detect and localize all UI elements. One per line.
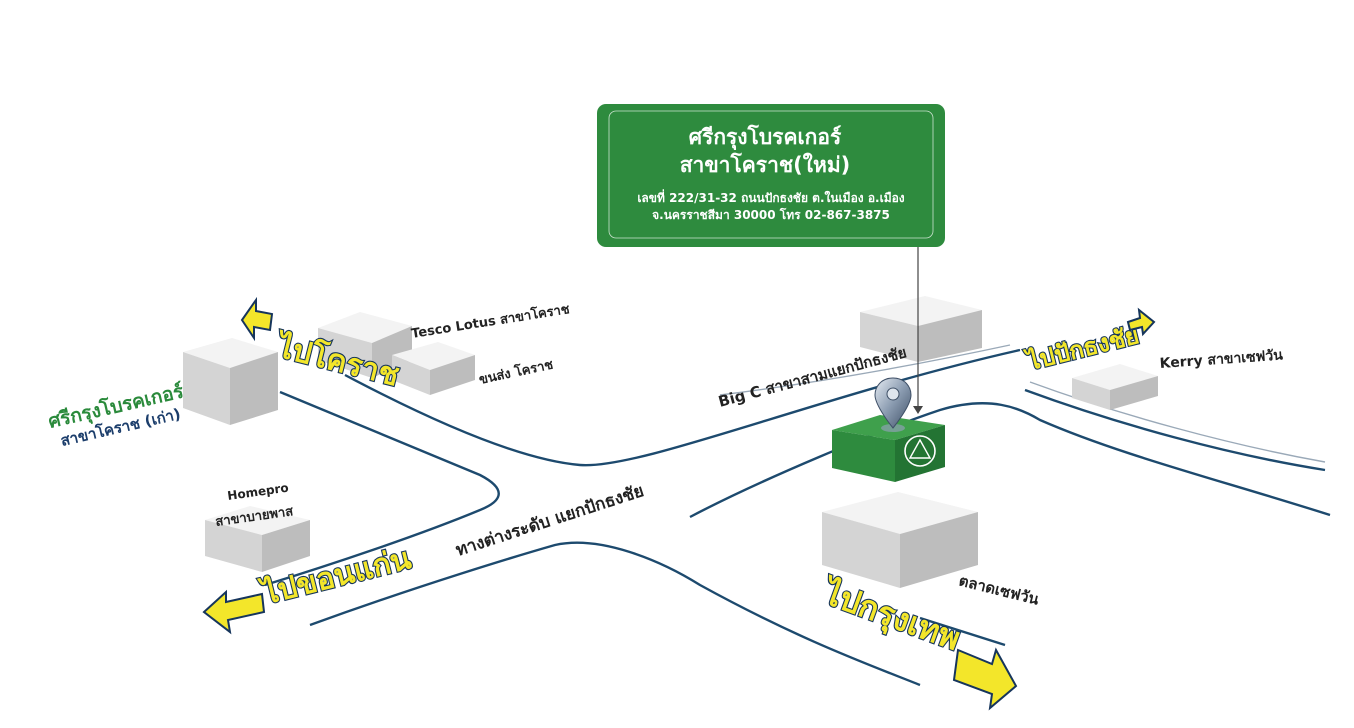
arrow-left-icon bbox=[240, 296, 274, 342]
building-khonsong bbox=[392, 342, 475, 395]
road-upper-left bbox=[344, 348, 1021, 467]
road-bottom-right-inner bbox=[919, 616, 1006, 647]
building-kerry bbox=[1072, 364, 1158, 410]
direction-pakthongchai: ไปปักธงชัย bbox=[1020, 307, 1156, 378]
arrow-right-icon bbox=[952, 647, 1018, 711]
label-homepro-line1: Homepro bbox=[226, 481, 289, 503]
road-left-top bbox=[264, 390, 500, 587]
roads bbox=[264, 344, 1331, 687]
building-bigc bbox=[860, 296, 982, 362]
callout-arrow-icon bbox=[913, 406, 923, 414]
label-kerry: Kerry สาขาเซฟวัน bbox=[1159, 347, 1284, 372]
road-right-mid bbox=[1029, 381, 1326, 463]
info-title-line1: ศรีกรุงโบรคเกอร์ bbox=[689, 124, 842, 151]
arrow-right-icon bbox=[1126, 307, 1156, 337]
building-tesco bbox=[318, 312, 412, 378]
building-old-branch bbox=[183, 338, 278, 425]
building-homepro bbox=[205, 506, 310, 572]
road-lower-left bbox=[309, 541, 921, 687]
label-market: ตลาดเซฟวัน bbox=[957, 571, 1041, 608]
arrow-left-icon bbox=[202, 589, 266, 635]
label-khonsong: ขนส่ง โคราช bbox=[477, 356, 554, 388]
label-to-bangkok: ไปกรุงเทพ bbox=[816, 573, 966, 660]
info-address-line1: เลขที่ 222/31-32 ถนนปักธงชัย ต.ในเมือง อ… bbox=[637, 189, 904, 205]
road-right-upper bbox=[1024, 388, 1326, 472]
info-address-line2: จ.นครราชสีมา 30000 โทร 02-867-3875 bbox=[652, 207, 890, 222]
map-pin-icon bbox=[874, 377, 912, 432]
building-market bbox=[822, 492, 978, 588]
info-title-line2: สาขาโคราช(ใหม่) bbox=[680, 152, 851, 177]
road-right-lower bbox=[689, 402, 1331, 519]
road-upper-right-inner bbox=[719, 344, 1011, 396]
label-tesco: Tesco Lotus สาขาโคราช bbox=[410, 300, 571, 342]
srikrung-logo bbox=[904, 435, 936, 467]
info-box: ศรีกรุงโบรคเกอร์ สาขาโคราช(ใหม่) เลขที่ … bbox=[597, 104, 945, 247]
